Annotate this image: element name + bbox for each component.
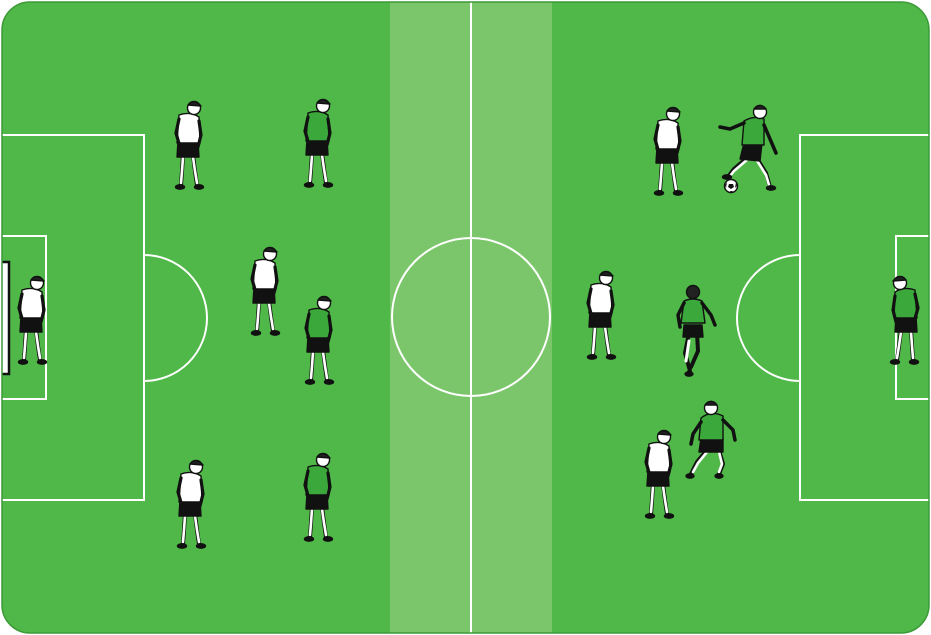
soccer-ball-icon <box>725 180 738 193</box>
